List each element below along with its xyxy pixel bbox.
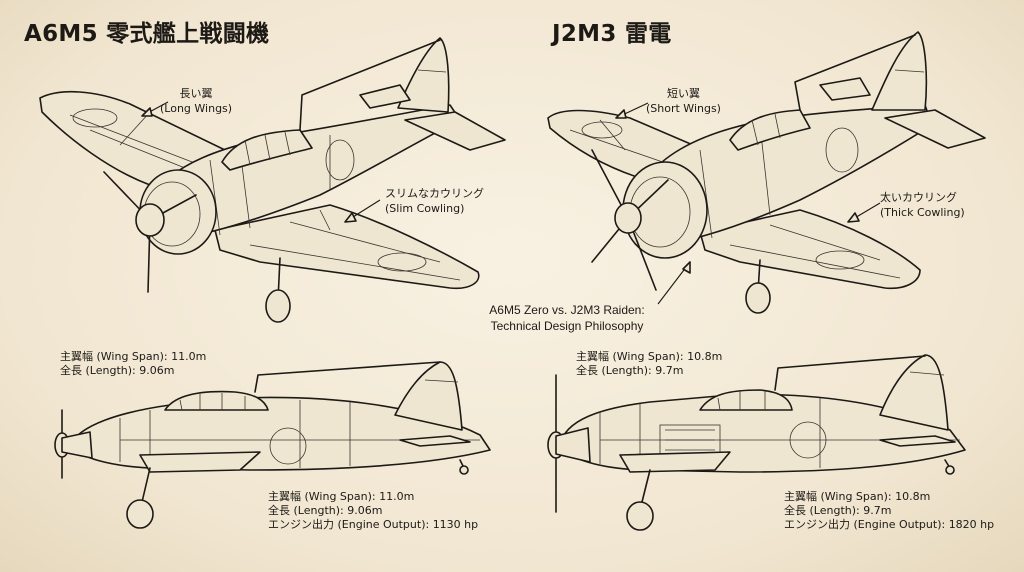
- zero-wingspan-bottom: 主翼幅 (Wing Span): 11.0m: [268, 490, 415, 503]
- raiden-length-top: 全長 (Length): 9.7m: [576, 364, 684, 377]
- zero-length-top: 全長 (Length): 9.06m: [60, 364, 175, 377]
- zero-length-bottom: 全長 (Length): 9.06m: [268, 504, 383, 517]
- raiden-title: J2M3 雷電: [552, 21, 672, 47]
- raiden-spec-bottom: 主翼幅 (Wing Span): 10.8m 全長 (Length): 9.7m…: [784, 490, 994, 532]
- slim-cowling-en: (Slim Cowling): [385, 202, 465, 215]
- raiden-perspective-drawing: [547, 31, 986, 314]
- raiden-spec-top: 主翼幅 (Wing Span): 10.8m 全長 (Length): 9.7m: [576, 350, 722, 378]
- callout-arrows: [141, 101, 881, 305]
- raiden-wingspan-bottom: 主翼幅 (Wing Span): 10.8m: [784, 490, 931, 503]
- short-wings-callout: 短い翼 (Short Wings): [646, 86, 721, 116]
- raiden-length-bottom: 全長 (Length): 9.7m: [784, 504, 892, 517]
- thick-cowling-en: (Thick Cowling): [880, 206, 965, 219]
- zero-spec-top: 主翼幅 (Wing Span): 11.0m 全長 (Length): 9.06…: [60, 350, 206, 378]
- short-wings-en: (Short Wings): [646, 102, 721, 115]
- caption-line-1: A6M5 Zero vs. J2M3 Raiden:: [489, 303, 645, 317]
- slim-cowling-callout: スリムなカウリング (Slim Cowling): [385, 186, 484, 216]
- caption-line-2: Technical Design Philosophy: [490, 319, 644, 333]
- zero-engine-output: エンジン出力 (Engine Output): 1130 hp: [268, 518, 479, 531]
- thick-cowling-jp: 太いカウリング: [880, 191, 957, 204]
- zero-perspective-drawing: [39, 37, 506, 323]
- raiden-engine-output: エンジン出力 (Engine Output): 1820 hp: [784, 518, 995, 531]
- comparison-caption: A6M5 Zero vs. J2M3 Raiden: Technical Des…: [452, 302, 682, 334]
- thick-cowling-callout: 太いカウリング (Thick Cowling): [880, 190, 965, 220]
- slim-cowling-jp: スリムなカウリング: [385, 187, 484, 200]
- zero-wingspan-top: 主翼幅 (Wing Span): 11.0m: [60, 350, 207, 363]
- long-wings-callout: 長い翼 (Long Wings): [160, 86, 232, 116]
- short-wings-jp: 短い翼: [666, 87, 700, 100]
- zero-title: A6M5 零式艦上戦闘機: [24, 21, 270, 47]
- zero-spec-bottom: 主翼幅 (Wing Span): 11.0m 全長 (Length): 9.06…: [268, 490, 478, 532]
- long-wings-en: (Long Wings): [160, 102, 233, 115]
- long-wings-jp: 長い翼: [179, 87, 213, 100]
- zero-side-drawing: [54, 361, 491, 529]
- raiden-wingspan-top: 主翼幅 (Wing Span): 10.8m: [576, 350, 723, 363]
- raiden-side-drawing: [547, 354, 966, 531]
